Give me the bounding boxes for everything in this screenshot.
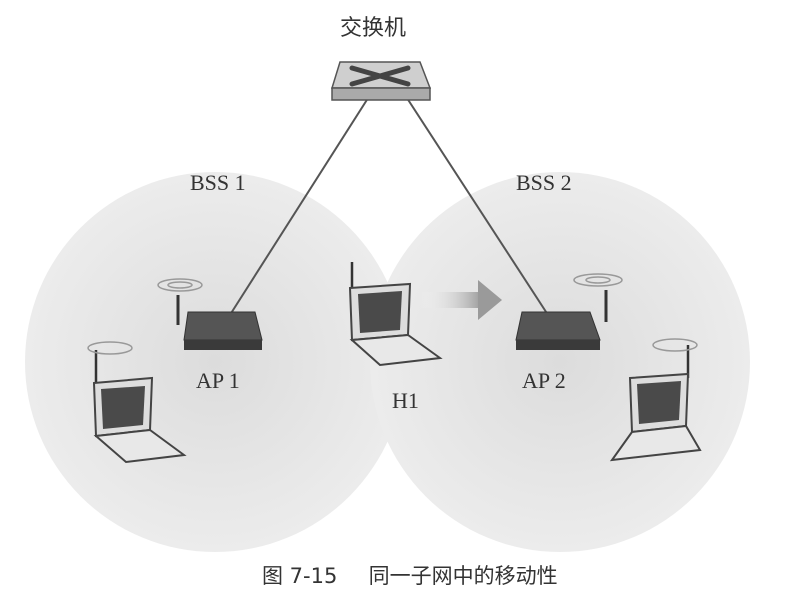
ap2-label: AP 2: [522, 368, 566, 393]
switch-label: 交换机: [340, 16, 407, 41]
laptop-bss1-icon: [87, 341, 187, 464]
bss1-area: [25, 172, 405, 552]
ap1-icon: [157, 278, 263, 350]
laptop-bss2-icon: [609, 338, 702, 462]
switch-icon: [330, 61, 432, 101]
ap2-icon: [515, 273, 623, 350]
figure-number: 图 7-15: [262, 564, 338, 588]
bss2-label: BSS 2: [516, 170, 572, 195]
link-switch-ap1: [227, 94, 371, 319]
figure-caption: 图 7-15 同一子网中的移动性: [262, 560, 558, 590]
h1-laptop-icon: [348, 262, 443, 367]
ap1-label: AP 1: [196, 368, 240, 393]
bss1-label: BSS 1: [190, 170, 246, 195]
link-switch-ap2: [404, 94, 551, 319]
movement-arrow-icon: [420, 280, 502, 320]
figure-title: 同一子网中的移动性: [368, 564, 558, 588]
bss2-area: [370, 172, 750, 552]
h1-label: H1: [392, 388, 419, 413]
